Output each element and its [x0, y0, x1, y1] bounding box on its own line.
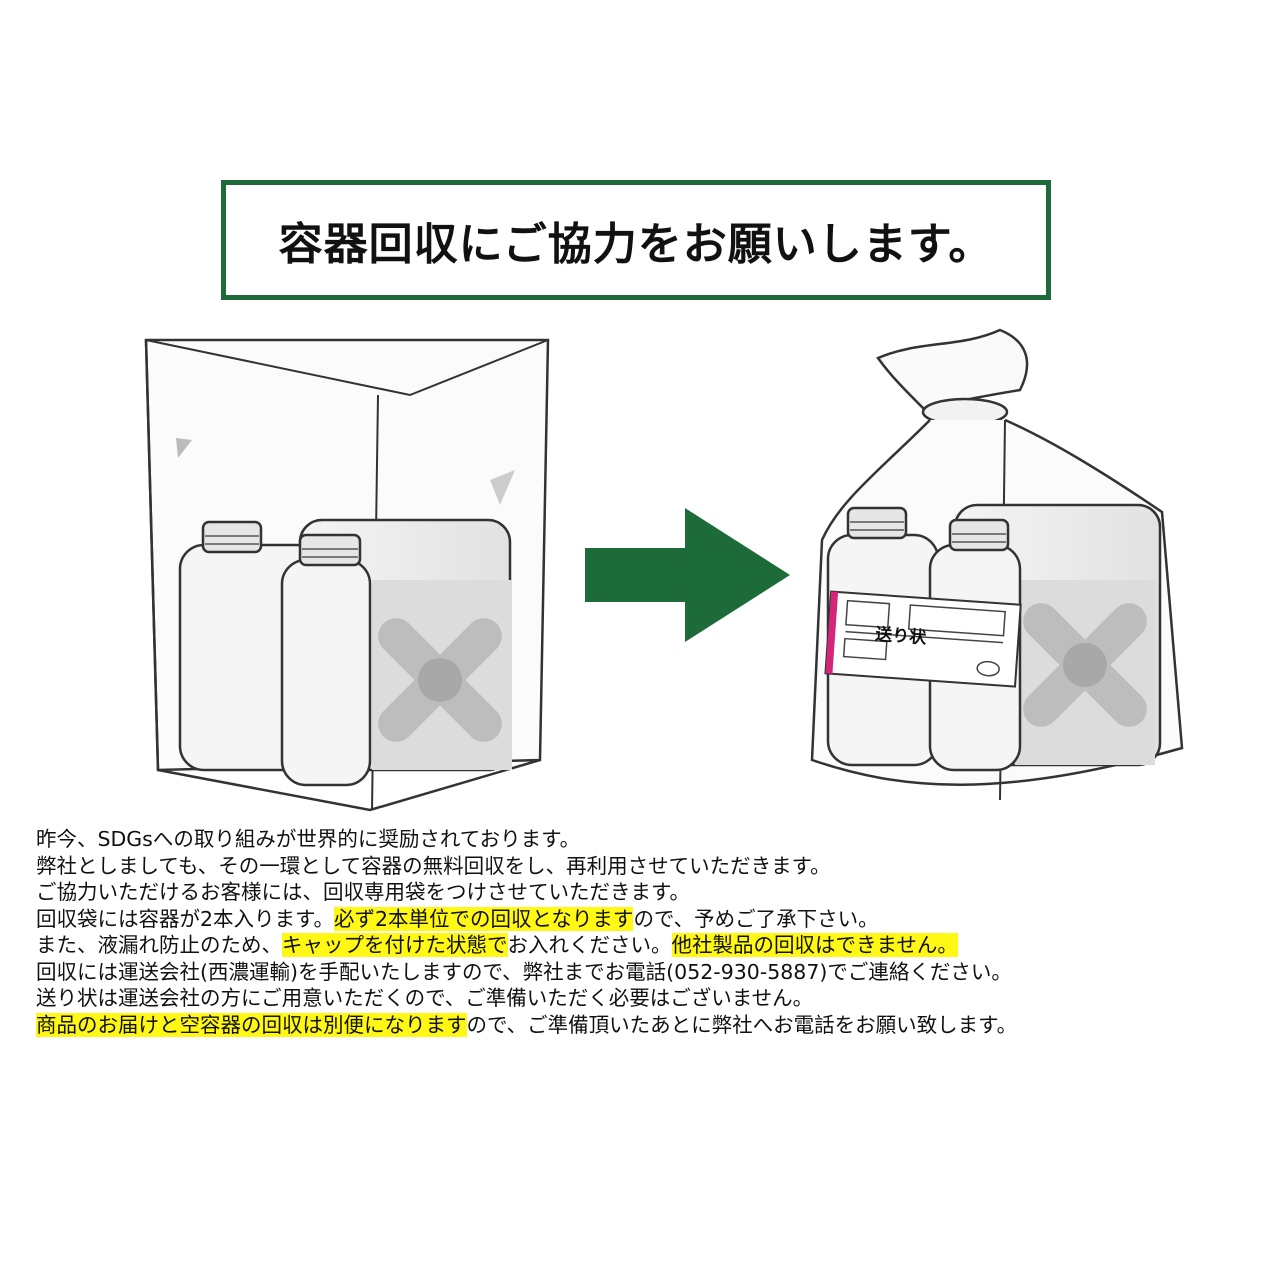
highlighted-text: 商品のお届けと空容器の回収は別便になります: [36, 1012, 467, 1037]
note-line: 弊社としましても、その一環として容器の無料回収をし、再利用させていただきます。: [36, 853, 1266, 880]
note-text: ので、ご準備頂いたあとに弊社へお電話をお願い致します。: [466, 1012, 1018, 1037]
note-text: お入れください。: [507, 933, 672, 957]
note-text: 回収袋には容器が2本入ります。: [36, 906, 334, 931]
highlighted-text: 他社製品の回収はできません。: [671, 933, 958, 957]
note-text: ご協力いただけるお客様には、回収専用袋をつけさせていただきます。: [36, 880, 690, 904]
note-line: 送り状は運送会社の方にご用意いただくので、ご準備いただく必要はございません。: [36, 985, 1266, 1012]
highlighted-text: 必ず2本単位での回収となります: [334, 906, 634, 931]
notes-block: 昨今、SDGsへの取り組みが世界的に奨励されております。弊社としましても、その一…: [36, 826, 1266, 1038]
note-line: 回収には運送会社(西濃運輸)を手配いたしますので、弊社までお電話(052-930…: [36, 959, 1266, 986]
tied-bag-illustration: 送り状: [810, 328, 1184, 801]
note-text: 送り状は運送会社の方にご用意いただくので、ご準備いただく必要はございません。: [36, 986, 814, 1010]
shipping-label-text: 送り状: [875, 624, 928, 649]
note-line: 回収袋には容器が2本入ります。必ず2本単位での回収となりますので、予めご了承下さ…: [36, 906, 1266, 933]
note-line: また、液漏れ防止のため、キャップを付けた状態でお入れください。他社製品の回収はで…: [36, 932, 1266, 959]
shipping-label: 送り状: [824, 590, 1022, 688]
page-title: 容器回収にご協力をお願いします。: [278, 219, 994, 270]
note-text: また、液漏れ防止のため、: [36, 933, 282, 957]
container-icon: [280, 533, 372, 787]
open-bag-illustration: [144, 338, 550, 812]
note-line: ご協力いただけるお客様には、回収専用袋をつけさせていただきます。: [36, 879, 1266, 906]
note-text: ので、予めご了承下さい。: [633, 906, 879, 931]
title-frame: 容器回収にご協力をお願いします。: [221, 180, 1051, 300]
note-line: 昨今、SDGsへの取り組みが世界的に奨励されております。: [36, 826, 1266, 853]
note-text: 昨今、SDGsへの取り組みが世界的に奨励されております。: [36, 827, 581, 851]
right-arrow-icon: [585, 508, 790, 642]
illustration: 送り状: [144, 328, 1184, 812]
highlighted-text: キャップを付けた状態で: [282, 933, 508, 957]
note-text: 回収には運送会社(西濃運輸)を手配いたしますので、弊社までお電話(052-930…: [36, 959, 1012, 984]
container-icon: [298, 518, 512, 772]
note-line: 商品のお届けと空容器の回収は別便になりますので、ご準備頂いたあとに弊社へお電話を…: [36, 1012, 1266, 1039]
note-text: 弊社としましても、その一環として容器の無料回収をし、再利用させていただきます。: [36, 853, 831, 878]
